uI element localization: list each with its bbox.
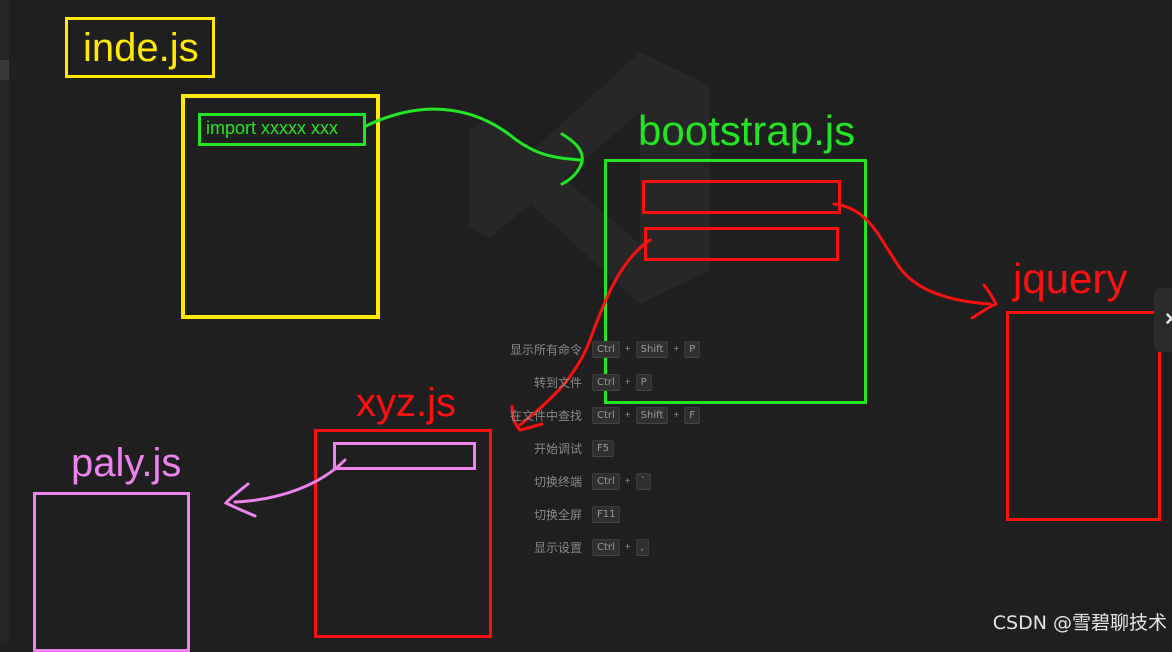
shortcut-show-settings[interactable]: 显示设置 Ctrl+ , xyxy=(480,537,649,557)
key-cap: F xyxy=(684,406,700,424)
bootstrap-to-jquery-arrow xyxy=(832,202,992,306)
scroll-marker xyxy=(0,60,9,80)
index-file-title: inde.js xyxy=(83,26,199,70)
index-title-box xyxy=(65,17,215,78)
key-cap: P xyxy=(684,340,701,358)
shortcut-go-to-file[interactable]: 转到文件 Ctrl+ P xyxy=(480,372,652,392)
xyz-file-box xyxy=(314,429,492,638)
xyz-file-title: xyz.js xyxy=(356,381,456,425)
watermark-credit: CSDN @雪碧聊技术 xyxy=(992,612,1167,634)
xyz-to-play-arrow xyxy=(233,458,347,504)
jquery-file-box xyxy=(1006,311,1161,521)
bootstrap-import-line-1 xyxy=(642,180,841,214)
close-icon[interactable]: × xyxy=(1165,306,1172,331)
play-file-title: paly.js xyxy=(71,441,182,485)
bootstrap-file-title: bootstrap.js xyxy=(638,107,856,154)
key-cap: F5 xyxy=(592,439,615,457)
xyz-to-play-arrowhead xyxy=(223,482,257,518)
import-statement: import xxxxx xxx xyxy=(206,118,339,138)
index-file-box xyxy=(181,94,380,319)
key-cap: Shift xyxy=(635,340,669,358)
import-to-bootstrap-arrowhead xyxy=(560,132,584,186)
shortcut-label: 开始调试 xyxy=(533,441,582,456)
shortcut-label: 转到文件 xyxy=(533,375,582,390)
key-cap: , xyxy=(635,538,649,556)
import-statement-box xyxy=(198,113,366,146)
key-cap: Ctrl xyxy=(592,538,620,556)
shortcut-toggle-fullscreen[interactable]: 切换全屏 F11 xyxy=(480,504,621,524)
key-cap: Ctrl xyxy=(592,406,620,424)
xyz-import-line xyxy=(333,442,476,470)
key-cap: ` xyxy=(635,472,651,490)
key-cap: F11 xyxy=(592,505,621,523)
jquery-file-title: jquery xyxy=(1013,255,1128,302)
shortcut-label: 在文件中查找 xyxy=(509,408,582,423)
shortcut-label: 切换终端 xyxy=(533,474,582,489)
side-panel-toggle[interactable]: × xyxy=(1154,288,1172,352)
bootstrap-file-box xyxy=(604,159,867,404)
key-cap: Ctrl xyxy=(592,373,620,391)
shortcut-label: 显示设置 xyxy=(533,540,582,555)
key-cap: Shift xyxy=(635,406,669,424)
import-to-bootstrap-arrow xyxy=(364,107,582,162)
shortcut-label: 切换全屏 xyxy=(533,507,582,522)
key-cap: P xyxy=(635,373,652,391)
key-cap: Ctrl xyxy=(592,472,620,490)
editor-left-edge xyxy=(0,0,9,643)
shortcut-show-all-commands[interactable]: 显示所有命令 Ctrl+ Shift+ P xyxy=(480,339,701,359)
shortcut-find-in-files[interactable]: 在文件中查找 Ctrl+ Shift+ F xyxy=(480,405,700,425)
key-cap: Ctrl xyxy=(592,340,620,358)
shortcut-toggle-terminal[interactable]: 切换终端 Ctrl+ ` xyxy=(480,471,651,491)
bootstrap-to-xyz-arrow xyxy=(518,238,652,427)
shortcut-label: 显示所有命令 xyxy=(509,342,582,357)
bootstrap-to-xyz-arrowhead xyxy=(510,404,544,432)
shortcut-start-debugging[interactable]: 开始调试 F5 xyxy=(480,438,615,458)
bootstrap-to-jquery-arrowhead xyxy=(970,283,999,320)
